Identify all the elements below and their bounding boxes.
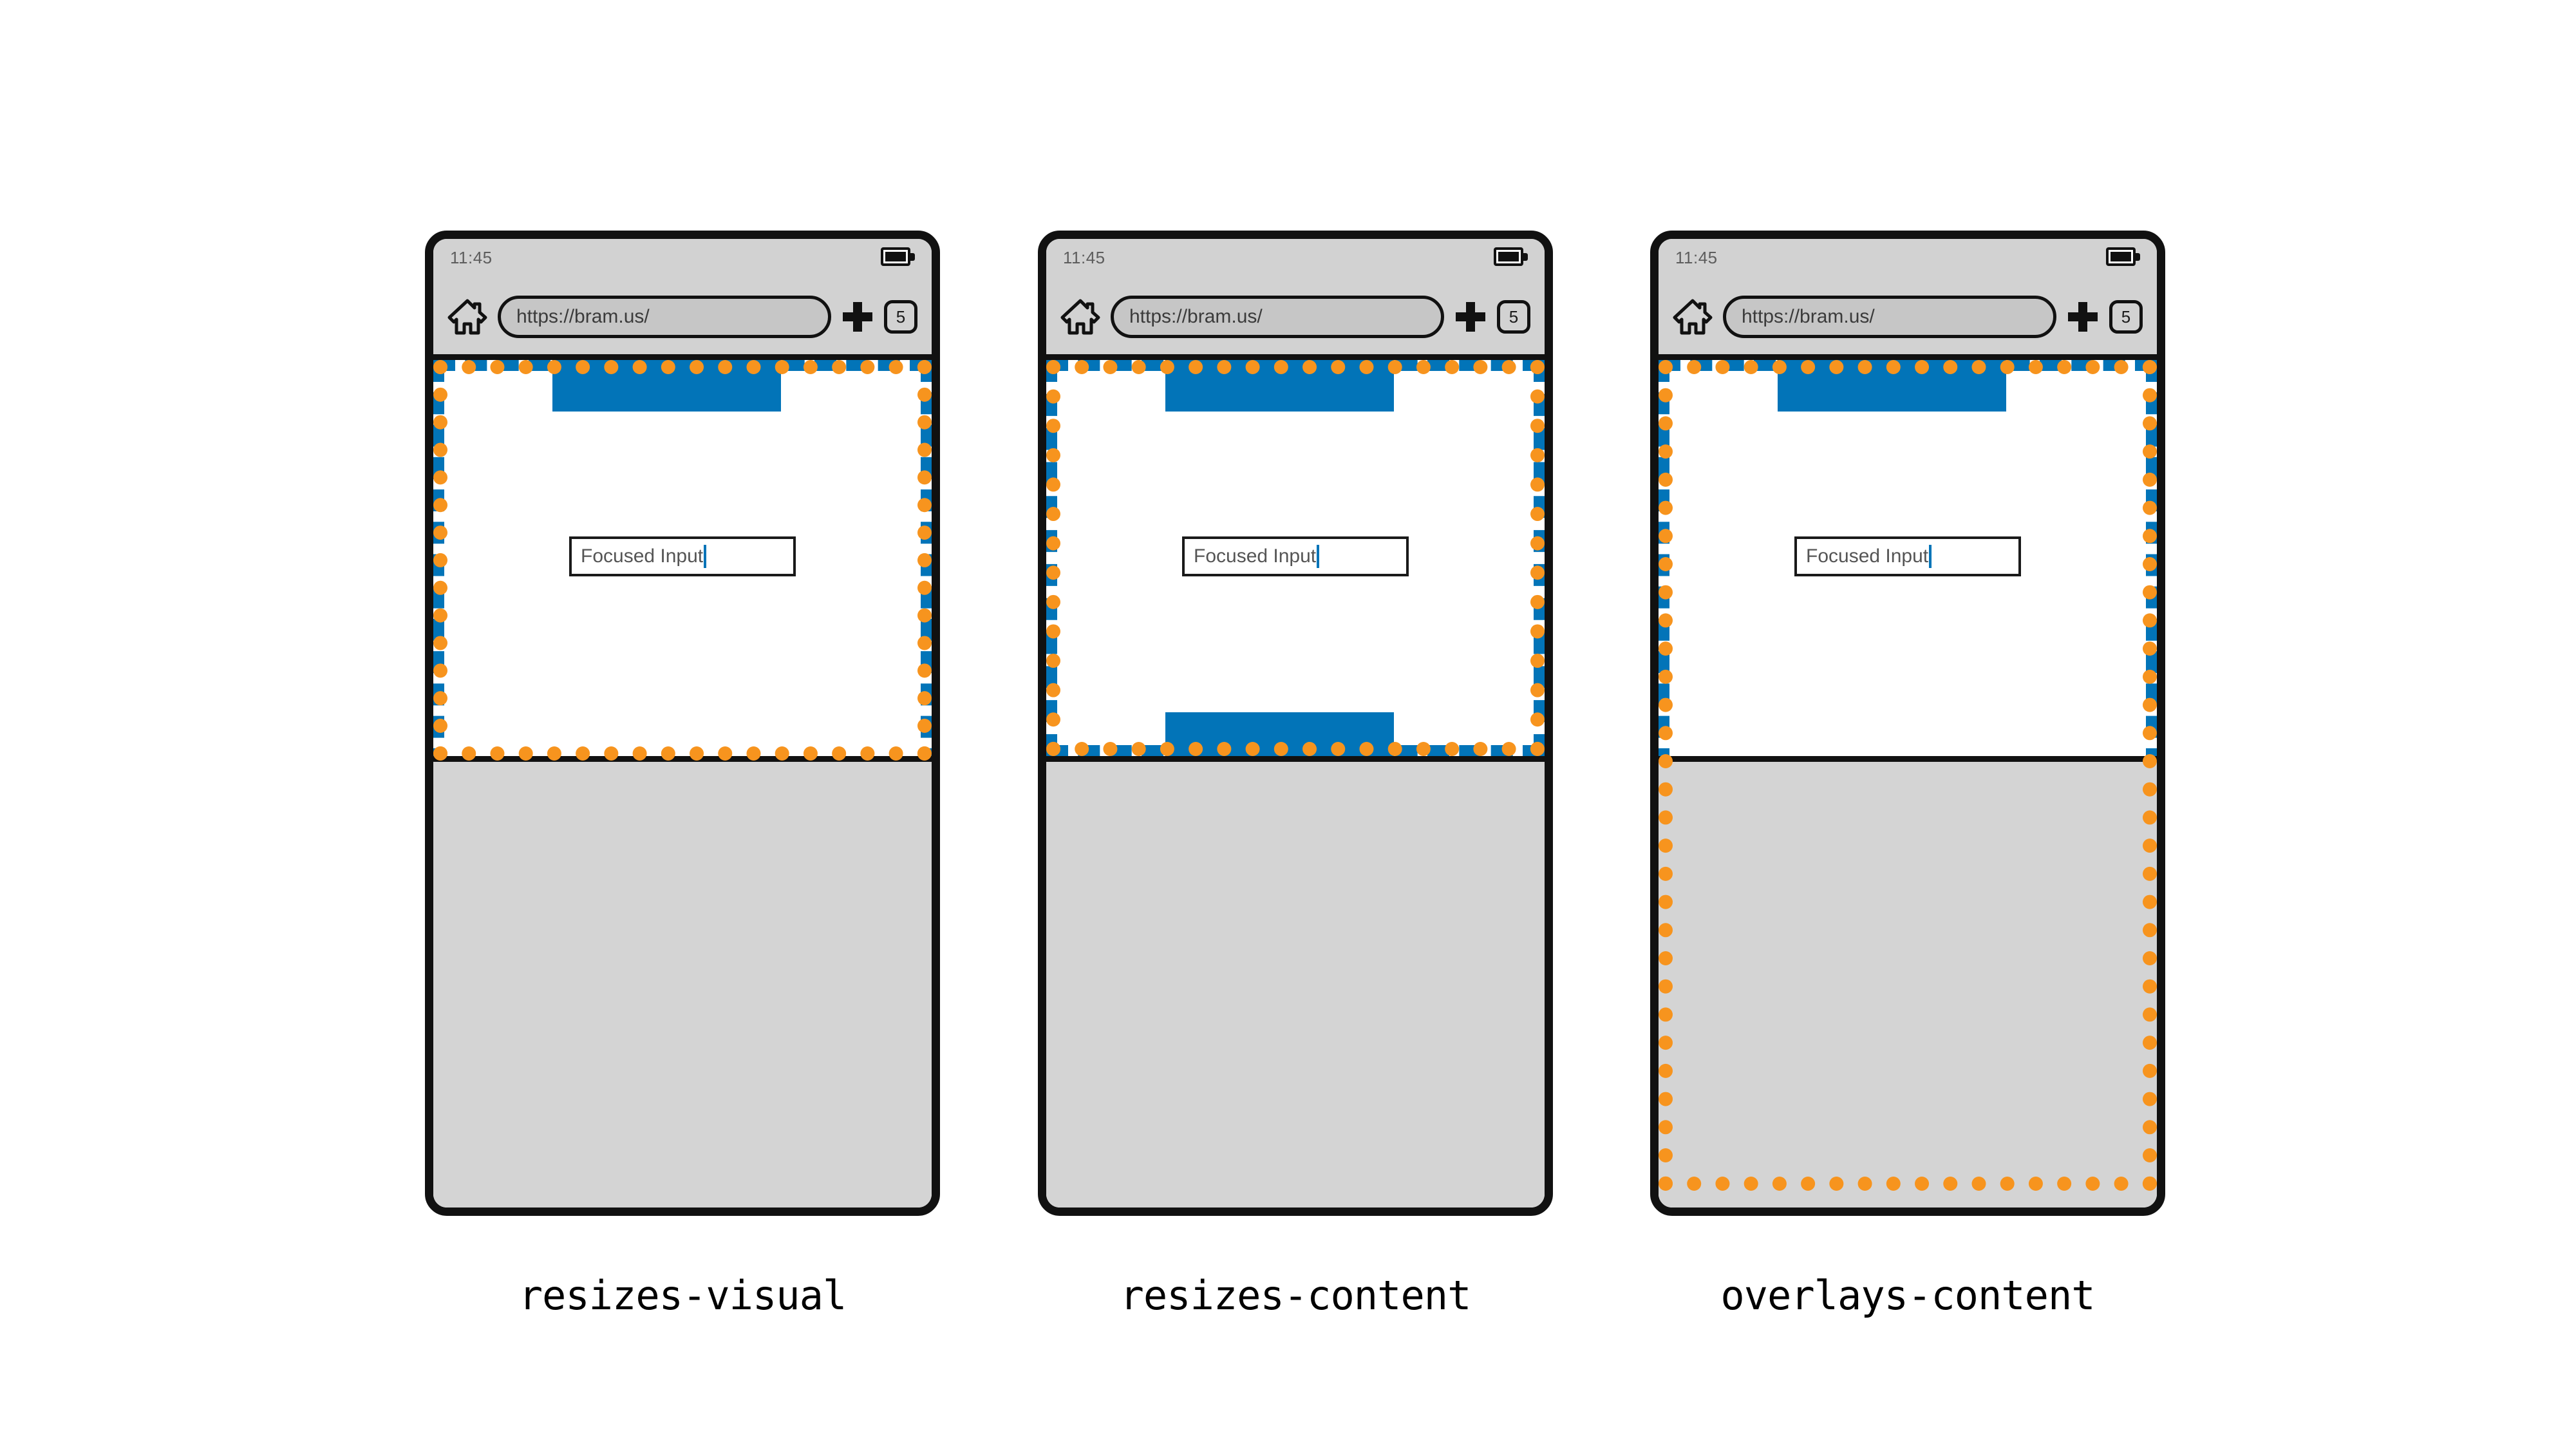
- status-bar: 11:45: [433, 239, 932, 279]
- url-bar[interactable]: https://bram.us/: [498, 296, 831, 338]
- virtual-keyboard[interactable]: [1046, 756, 1545, 1208]
- url-text: https://bram.us/: [1742, 306, 1875, 327]
- phone-mockup-resizes-visual: 11:45 https://bram.us/ 5: [425, 231, 940, 1216]
- phone-screen: Focused Input: [433, 360, 932, 1208]
- phone-mockup-resizes-content: 11:45 https://bram.us/ 5: [1038, 231, 1553, 1216]
- text-caret: [1317, 545, 1320, 568]
- url-bar[interactable]: https://bram.us/: [1723, 296, 2056, 338]
- battery-full-icon: [881, 247, 915, 266]
- caption-resizes-content: resizes-content: [1120, 1272, 1472, 1319]
- url-text: https://bram.us/: [1129, 306, 1263, 327]
- browser-toolbar: https://bram.us/ 5: [1046, 279, 1545, 355]
- text-caret: [1929, 545, 1932, 568]
- home-icon[interactable]: [1060, 298, 1100, 336]
- focused-input-value: Focused Input: [1806, 545, 1929, 567]
- plus-icon[interactable]: [2068, 302, 2098, 332]
- browser-toolbar: https://bram.us/ 5: [1659, 279, 2157, 355]
- focused-input-row: Focused Input: [1046, 536, 1545, 576]
- url-bar[interactable]: https://bram.us/: [1111, 296, 1444, 338]
- focused-input[interactable]: Focused Input: [1794, 536, 2021, 576]
- header-block: [1778, 360, 2006, 412]
- home-icon[interactable]: [447, 298, 487, 336]
- focused-input-value: Focused Input: [1194, 545, 1317, 567]
- plus-icon[interactable]: [1456, 302, 1485, 332]
- phone-screen: Focused Input: [1659, 360, 2157, 1208]
- tab-count-badge[interactable]: 5: [884, 300, 917, 334]
- battery-full-icon: [1494, 247, 1528, 266]
- focused-input-row: Focused Input: [1659, 536, 2157, 576]
- caption-overlays-content: overlays-content: [1720, 1272, 2095, 1319]
- focused-input-row: Focused Input: [433, 536, 932, 576]
- tab-count-badge[interactable]: 5: [1497, 300, 1530, 334]
- text-caret: [704, 545, 707, 568]
- header-block: [552, 360, 781, 412]
- phone-screen: Focused Input: [1046, 360, 1545, 1208]
- focused-input[interactable]: Focused Input: [1182, 536, 1409, 576]
- browser-chrome: 11:45 https://bram.us/ 5: [1659, 239, 2157, 360]
- status-bar: 11:45: [1659, 239, 2157, 279]
- phone-mockup-overlays-content: 11:45 https://bram.us/ 5: [1650, 231, 2165, 1216]
- focused-input[interactable]: Focused Input: [569, 536, 796, 576]
- virtual-keyboard[interactable]: [433, 756, 932, 1208]
- virtual-keyboard[interactable]: [1659, 756, 2157, 1208]
- battery-full-icon: [2106, 247, 2140, 266]
- focused-input-value: Focused Input: [581, 545, 704, 567]
- url-text: https://bram.us/: [516, 306, 650, 327]
- browser-toolbar: https://bram.us/ 5: [433, 279, 932, 355]
- tab-count-badge[interactable]: 5: [2109, 300, 2143, 334]
- plus-icon[interactable]: [843, 302, 872, 332]
- browser-chrome: 11:45 https://bram.us/ 5: [1046, 239, 1545, 360]
- browser-chrome: 11:45 https://bram.us/ 5: [433, 239, 932, 360]
- status-clock: 11:45: [450, 248, 493, 267]
- caption-resizes-visual: resizes-visual: [518, 1272, 847, 1319]
- home-icon[interactable]: [1673, 298, 1713, 336]
- status-clock: 11:45: [1063, 248, 1105, 267]
- status-bar: 11:45: [1046, 239, 1545, 279]
- status-clock: 11:45: [1675, 248, 1718, 267]
- footer-block: [1165, 712, 1394, 756]
- header-block: [1165, 360, 1394, 412]
